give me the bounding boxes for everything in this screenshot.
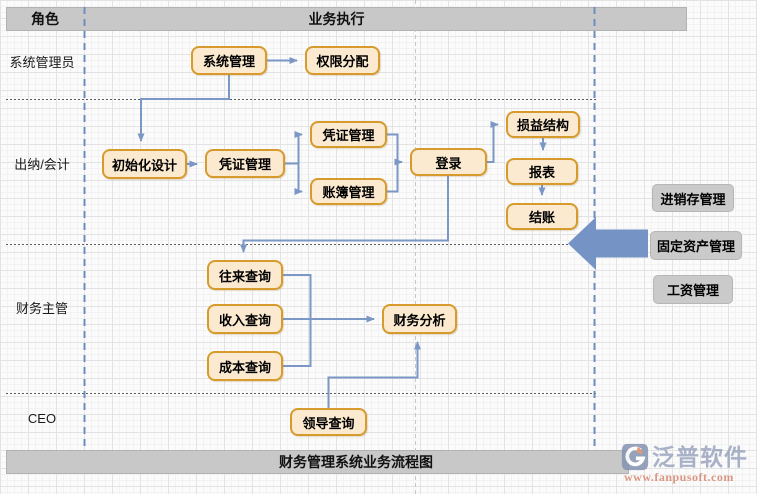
connector-leaderquery-finanalysis — [327, 341, 421, 408]
flow-node-income-query: 收入查询 — [207, 304, 283, 334]
flow-node-ledger-mgmt: 账簿管理 — [310, 178, 387, 205]
connector-query-merge — [283, 274, 312, 367]
external-module-salary: 工资管理 — [653, 275, 733, 304]
brand-logo: 泛普软件 www.fanpusoft.com — [620, 442, 748, 485]
connector-sysmgmt-initdesign — [137, 75, 230, 142]
flow-node-profit-loss-structure: 损益结构 — [506, 111, 580, 138]
flow-connectors — [137, 57, 547, 408]
flow-node-login: 登录 — [410, 148, 487, 176]
flow-node-init-design: 初始化设计 — [102, 149, 187, 179]
flow-node-cost-query: 成本查询 — [207, 351, 283, 381]
connector-login-plstructure — [487, 121, 499, 163]
connector-merge-lines — [387, 133, 399, 193]
flow-node-system-mgmt: 系统管理 — [191, 46, 267, 75]
external-module-inventory: 进销存管理 — [652, 184, 734, 212]
lane-label-cashier: 出纳/会计 — [14, 157, 70, 172]
flow-node-voucher-mgmt: 凭证管理 — [205, 149, 285, 178]
lane-separators — [6, 99, 596, 394]
flow-node-report: 报表 — [506, 158, 578, 185]
big-left-arrow — [568, 217, 648, 270]
footer-bar — [6, 450, 629, 474]
external-module-fixed-asset: 固定资产管理 — [650, 231, 742, 260]
flow-node-permission-assign: 权限分配 — [305, 46, 380, 75]
execution-column-header: 业务执行 — [308, 11, 365, 27]
lane-label-fin-manager: 财务主管 — [15, 301, 68, 316]
lane-label-ceo: CEO — [27, 411, 57, 426]
flow-node-leader-query: 领导查询 — [290, 408, 367, 436]
role-column-header: 角色 — [31, 11, 59, 27]
brand-url: www.fanpusoft.com — [624, 470, 734, 484]
flow-node-voucher-mgmt-2: 凭证管理 — [310, 121, 387, 148]
flow-node-settlement: 结账 — [506, 203, 578, 230]
lane-label-sysadmin: 系统管理员 — [9, 55, 75, 70]
flow-node-current-query: 往来查询 — [207, 260, 283, 290]
flow-node-financial-analysis: 财务分析 — [382, 304, 457, 334]
brand-logo-icon — [620, 442, 650, 472]
connector-voucher-split — [285, 134, 300, 192]
diagram-title: 财务管理系统业务流程图 — [279, 454, 433, 470]
header-bar — [6, 7, 687, 31]
brand-name: 泛普软件 — [652, 444, 748, 470]
